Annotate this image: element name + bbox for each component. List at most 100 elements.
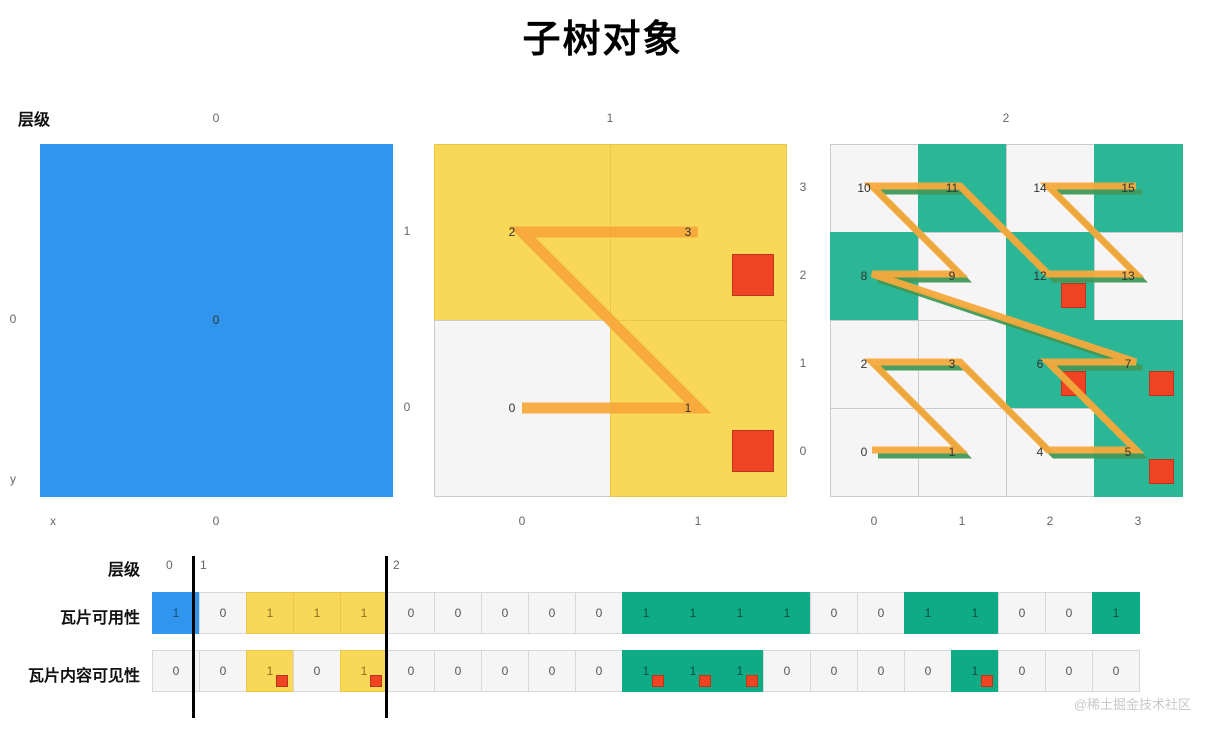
availability-bit[interactable]: 0 <box>810 592 858 634</box>
y-axis-title: y <box>10 472 16 486</box>
visibility-bit[interactable]: 0 <box>199 650 247 692</box>
availability-bit[interactable]: 1 <box>951 592 999 634</box>
bit-value: 1 <box>971 664 979 678</box>
tile-index-label: 12 <box>1033 269 1047 283</box>
tile-cell[interactable] <box>917 143 1007 233</box>
visibility-bit[interactable]: 0 <box>293 650 341 692</box>
availability-bit[interactable]: 1 <box>669 592 717 634</box>
tile-index-label: 13 <box>1121 269 1135 283</box>
visibility-bit[interactable]: 0 <box>1092 650 1140 692</box>
x-axis-tick: 1 <box>958 514 966 528</box>
availability-bit[interactable]: 1 <box>904 592 952 634</box>
bit-value: 0 <box>595 664 603 678</box>
bit-value: 0 <box>313 664 321 678</box>
visibility-bit[interactable]: 0 <box>810 650 858 692</box>
tile-cell[interactable] <box>917 231 1007 321</box>
visibility-bit[interactable]: 0 <box>1045 650 1093 692</box>
tile-cell[interactable] <box>1005 407 1095 497</box>
bit-value: 0 <box>548 606 556 620</box>
availability-bit[interactable]: 1 <box>763 592 811 634</box>
availability-bit[interactable]: 1 <box>716 592 764 634</box>
tile-index-label: 10 <box>857 181 871 195</box>
bit-value: 1 <box>1112 606 1120 620</box>
availability-bit[interactable]: 0 <box>1045 592 1093 634</box>
visibility-bit[interactable]: 1 <box>246 650 294 692</box>
availability-bit[interactable]: 1 <box>340 592 388 634</box>
tile-cell[interactable] <box>829 407 919 497</box>
level-divider-1 <box>192 556 195 718</box>
availability-bit[interactable]: 0 <box>481 592 529 634</box>
visibility-bit[interactable]: 0 <box>528 650 576 692</box>
tile-index-label: 1 <box>948 445 956 459</box>
x-axis-title: x <box>50 514 56 528</box>
tile-cell[interactable] <box>829 231 919 321</box>
availability-bit[interactable]: 0 <box>998 592 1046 634</box>
y-axis-tick: 1 <box>403 224 411 238</box>
bit-value: 0 <box>1018 664 1026 678</box>
availability-bit[interactable]: 1 <box>622 592 670 634</box>
tile-content-marker <box>370 675 382 687</box>
visibility-bit[interactable]: 0 <box>904 650 952 692</box>
bit-value: 0 <box>407 664 415 678</box>
bit-value: 1 <box>360 606 368 620</box>
visibility-bit[interactable]: 0 <box>857 650 905 692</box>
bit-value: 1 <box>783 606 791 620</box>
availability-bit[interactable]: 0 <box>528 592 576 634</box>
tile-cell[interactable] <box>1093 143 1183 233</box>
bit-value: 0 <box>595 606 603 620</box>
tile-index-label: 7 <box>1124 357 1132 371</box>
level-divider-2 <box>385 556 388 718</box>
tile-index-label: 0 <box>508 401 516 415</box>
y-axis-tick: 0 <box>9 312 17 326</box>
tile-content-marker <box>1061 283 1086 308</box>
availability-bit[interactable]: 0 <box>575 592 623 634</box>
tile-index-label: 0 <box>212 313 220 327</box>
availability-bit[interactable]: 0 <box>434 592 482 634</box>
bit-value: 1 <box>172 606 180 620</box>
visibility-bit[interactable]: 0 <box>481 650 529 692</box>
availability-bit[interactable]: 0 <box>199 592 247 634</box>
bitstream-level-label: 层级 <box>107 562 140 579</box>
bit-value: 1 <box>924 606 932 620</box>
tile-index-label: 8 <box>860 269 868 283</box>
visibility-bit[interactable]: 0 <box>575 650 623 692</box>
panel-level-number-0: 0 <box>212 111 220 125</box>
tile-cell[interactable] <box>39 143 393 497</box>
x-axis-tick: 1 <box>694 514 702 528</box>
tile-cell[interactable] <box>433 143 611 321</box>
visibility-bit[interactable]: 0 <box>763 650 811 692</box>
availability-bit[interactable]: 1 <box>1092 592 1140 634</box>
tile-cell[interactable] <box>433 319 611 497</box>
bit-value: 1 <box>736 606 744 620</box>
bit-value: 1 <box>642 606 650 620</box>
panel-level-number-1: 1 <box>606 111 614 125</box>
x-axis-tick: 3 <box>1134 514 1142 528</box>
bitstream-level-tick: 0 <box>166 558 173 572</box>
visibility-bit[interactable]: 1 <box>340 650 388 692</box>
visibility-bit[interactable]: 1 <box>622 650 670 692</box>
visibility-bit[interactable]: 1 <box>669 650 717 692</box>
visibility-bit[interactable]: 1 <box>951 650 999 692</box>
availability-bit[interactable]: 0 <box>387 592 435 634</box>
visibility-bit[interactable]: 0 <box>998 650 1046 692</box>
tile-cell[interactable] <box>1093 231 1183 321</box>
bit-value: 0 <box>877 664 885 678</box>
bit-value: 0 <box>548 664 556 678</box>
tile-cell[interactable] <box>829 319 919 409</box>
visibility-bit[interactable]: 0 <box>387 650 435 692</box>
bit-value: 1 <box>266 606 274 620</box>
tile-index-label: 15 <box>1121 181 1135 195</box>
tile-content-marker <box>699 675 711 687</box>
tile-cell[interactable] <box>917 319 1007 409</box>
visibility-bit[interactable]: 1 <box>716 650 764 692</box>
bit-value: 1 <box>689 664 697 678</box>
tile-cell[interactable] <box>829 143 919 233</box>
availability-bit[interactable]: 1 <box>246 592 294 634</box>
tile-cell[interactable] <box>917 407 1007 497</box>
visibility-bit[interactable]: 0 <box>434 650 482 692</box>
tile-cell[interactable] <box>1005 143 1095 233</box>
availability-bit[interactable]: 1 <box>293 592 341 634</box>
bit-value: 0 <box>1112 664 1120 678</box>
availability-bit[interactable]: 0 <box>857 592 905 634</box>
